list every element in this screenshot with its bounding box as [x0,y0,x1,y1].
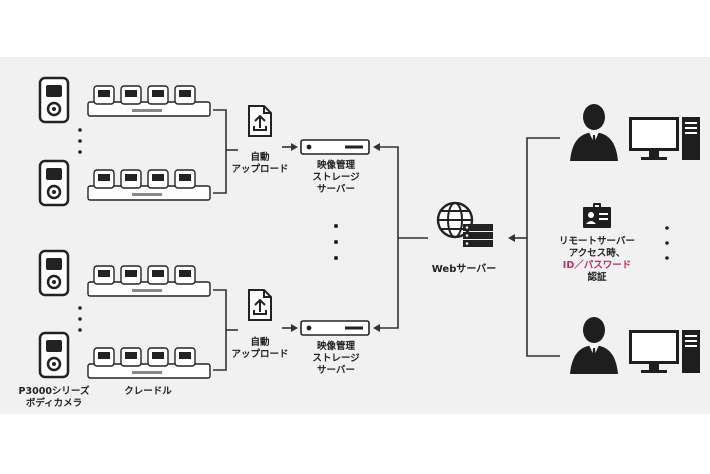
cradle-icon [87,169,211,201]
monitor-icon [629,117,700,160]
arrow-heads [291,143,298,332]
cradle-caption: クレードル [124,386,172,397]
ellipsis-vertical [334,224,338,260]
storage-label: サーバー [317,183,355,195]
cradle-icon [87,347,211,379]
arrow-head [508,234,515,242]
storage-label: 映像管理 [317,159,356,171]
auto-upload-label: 自動 [250,151,270,163]
auto-upload-label: 自動 [250,336,270,348]
globe-server-icon [436,201,493,247]
body-camera-icon [38,249,70,297]
web-server-label: Webサーバー [432,263,497,275]
camera-caption: P3000シリーズ [19,385,90,397]
monitor-icon [629,330,700,373]
upload-file-icon [248,289,272,321]
remote-access-label: リモートサーバー [559,235,635,247]
storage-label: サーバー [317,364,355,376]
remote-access-label: 認証 [587,271,607,283]
auto-upload-label: アップロード [231,348,288,360]
ellipsis-vertical [78,128,82,332]
body-camera-icon [38,76,70,124]
user-silhouette-icon [570,104,618,161]
cradle-icon [87,265,211,297]
cradle-connectors [213,109,296,371]
storage-server-icon [300,320,370,336]
id-password-label: ID／パスワード [563,259,631,271]
upload-file-icon [248,105,272,137]
body-camera-icon [38,331,70,379]
ellipsis-vertical [665,226,669,260]
id-card-icon [583,203,611,228]
storage-label: 映像管理 [317,340,356,352]
storage-web-connectors [375,146,428,329]
cradle-icon [87,85,211,117]
body-camera-icon [38,159,70,207]
auto-upload-label: アップロード [231,163,288,175]
remote-access-label: アクセス時、 [569,247,626,259]
storage-server-icon [300,139,370,155]
user-web-connectors [512,137,560,357]
arrow-heads [373,143,380,332]
camera-caption: ボディカメラ [26,397,82,409]
storage-label: ストレージ [312,172,360,183]
user-silhouette-icon [570,317,618,374]
storage-label: ストレージ [312,353,360,364]
